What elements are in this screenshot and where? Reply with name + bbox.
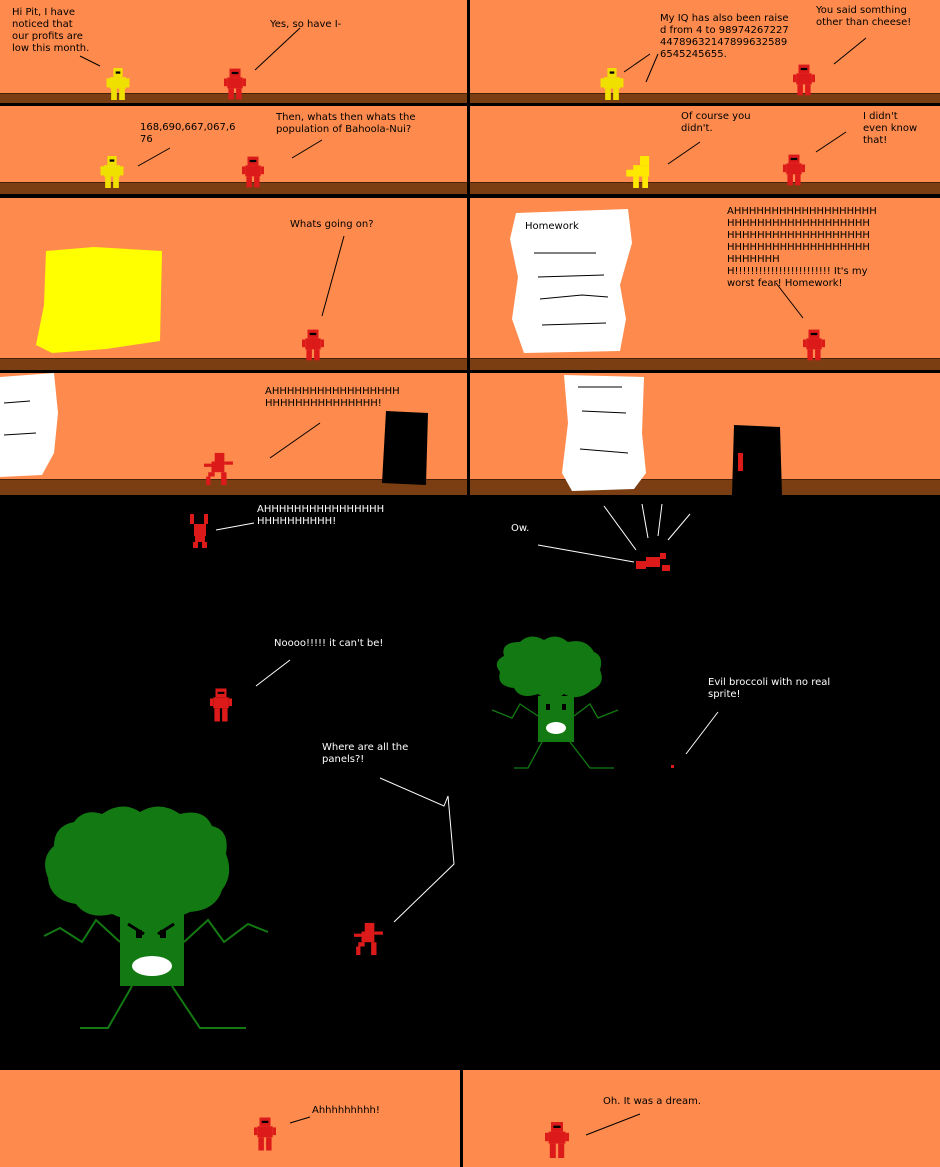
yellow-boss-sprite xyxy=(100,156,124,188)
floor xyxy=(470,182,940,194)
panel-3: 168,690,667,067,676 Then, whats then wha… xyxy=(0,106,467,194)
yellow-boss-sprite xyxy=(626,156,650,188)
speech-nooo: Noooo!!!!! it can't be! xyxy=(274,638,384,649)
homework-paper xyxy=(0,373,58,477)
red-dot xyxy=(671,765,674,768)
yellow-boss-sprite xyxy=(106,68,130,100)
dark-doorway xyxy=(732,425,782,495)
speech-red: AHHHHHHHHHHHHHHHHHHHHHHHHHHHHHHHH! xyxy=(265,386,400,409)
hero-sprite xyxy=(224,68,246,100)
panel-6: Homework AHHHHHHHHHHHHHHHHHHHHHHHHHHHHHH… xyxy=(470,198,940,370)
panel-9: Ahhhhhhhhh! xyxy=(0,1070,460,1167)
speech-yellow: Of course you didn't. xyxy=(681,111,751,134)
panel-10: Oh. It was a dream. xyxy=(463,1070,940,1167)
speech-red: I didn't even know that! xyxy=(863,111,918,146)
hero-sprite xyxy=(793,64,815,96)
panel-8 xyxy=(470,373,940,495)
floor xyxy=(0,479,467,495)
speech-red: Then, whats then whats the population of… xyxy=(276,112,416,135)
speech-ow: Ow. xyxy=(511,523,530,534)
speech-panels: Where are all the panels?! xyxy=(322,742,409,765)
hero-running-sprite xyxy=(354,922,383,956)
floor xyxy=(470,358,940,370)
speech-yellow: My IQ has also been raised from 4 to 989… xyxy=(660,13,789,60)
yellow-boss-sprite xyxy=(600,68,624,100)
floor xyxy=(470,93,940,103)
hero-crashed-sprite xyxy=(636,553,670,571)
speech-yellow: 168,690,667,067,676 xyxy=(140,122,236,145)
speech-falling: AHHHHHHHHHHHHHHHHHHHHHHHHHH! xyxy=(257,504,385,527)
panel-5: Whats going on? xyxy=(0,198,467,370)
speech-red: Oh. It was a dream. xyxy=(603,1096,702,1107)
floor xyxy=(470,479,940,495)
hero-sprite xyxy=(254,1117,276,1151)
hero-running-sprite xyxy=(204,452,233,486)
hero-sprite xyxy=(242,156,264,188)
hero-sprite xyxy=(545,1122,569,1158)
panel-2: My IQ has also been raised from 4 to 989… xyxy=(470,0,940,103)
broccoli-small xyxy=(491,636,619,769)
floor xyxy=(0,182,467,194)
speech-red: Yes, so have I- xyxy=(270,19,342,30)
homework-paper xyxy=(562,375,646,491)
speech-red: Whats going on? xyxy=(290,219,374,230)
hero-sprite xyxy=(210,688,232,722)
dark-doorway xyxy=(382,411,428,485)
speech-red: AHHHHHHHHHHHHHHHHHHHHHHHHHHHHHHHHHHHHHHH… xyxy=(727,206,877,289)
homework-paper xyxy=(510,209,632,353)
hero-falling-sprite xyxy=(190,514,208,548)
broccoli-large xyxy=(43,806,269,1029)
paper-title: Homework xyxy=(525,221,579,232)
caption-broccoli: Evil broccoli with no real sprite! xyxy=(708,677,831,700)
speech-yellow: Hi Pit, I have noticed that our profits … xyxy=(12,7,90,54)
hero-sprite xyxy=(302,329,324,361)
floor xyxy=(0,358,467,370)
speech-red: You said somthing other than cheese! xyxy=(816,5,912,28)
hero-sprite xyxy=(783,154,805,186)
cheese-block xyxy=(36,247,162,353)
panel-4: Of course you didn't. I didn't even know… xyxy=(470,106,940,194)
hero-sprite xyxy=(803,329,825,361)
panel-7: AHHHHHHHHHHHHHHHHHHHHHHHHHHHHHHHH! xyxy=(0,373,467,495)
speech-red: Ahhhhhhhhh! xyxy=(312,1105,380,1116)
